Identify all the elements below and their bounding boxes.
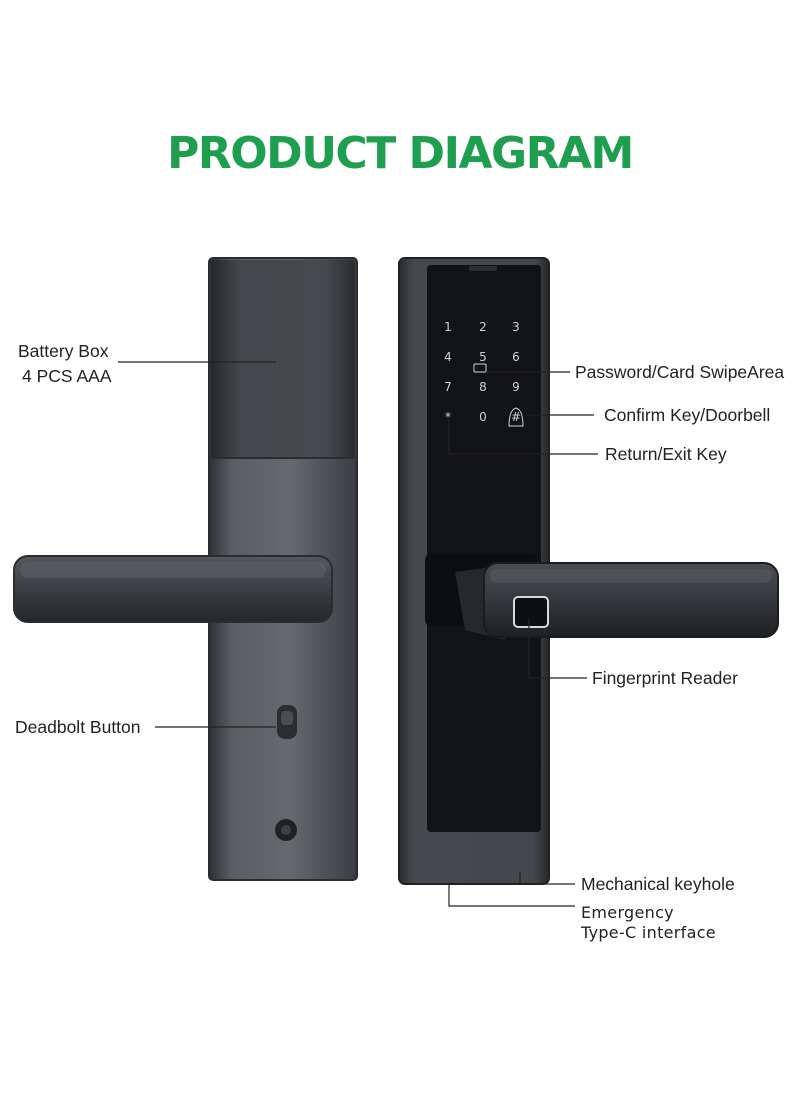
back-handle xyxy=(13,555,333,623)
glass-panel xyxy=(427,265,541,832)
keyhole-label: Mechanical keyhole xyxy=(581,874,735,894)
keypad-key-4: 4 xyxy=(444,350,452,364)
deadbolt-label: Deadbolt Button xyxy=(15,717,141,737)
keypad-key-5: 5 xyxy=(479,350,487,364)
fingerprint-label: Fingerprint Reader xyxy=(592,668,738,688)
page-title: PRODUCT DIAGRAM xyxy=(167,128,634,179)
battery-box-cover xyxy=(211,260,355,458)
card-swipe-icon xyxy=(473,363,487,373)
keypad-key-star: * xyxy=(445,410,451,424)
keypad: 1 2 3 4 5 6 7 8 9 * 0 # xyxy=(444,320,524,427)
return-key-label: Return/Exit Key xyxy=(605,444,727,464)
emergency-label: Emergency xyxy=(581,903,674,922)
keypad-key-2: 2 xyxy=(479,320,487,334)
keypad-key-9: 9 xyxy=(512,380,520,394)
fingerprint-sensor xyxy=(513,596,549,628)
typec-label: Type-C interface xyxy=(581,923,716,942)
keypad-key-6: 6 xyxy=(512,350,520,364)
deadbolt-button xyxy=(277,705,297,739)
password-area-label: Password/Card SwipeArea xyxy=(575,362,785,382)
back-screw xyxy=(275,819,297,841)
front-handle xyxy=(425,554,779,640)
battery-spec-label: 4 PCS AAA xyxy=(22,366,112,386)
confirm-key-label: Confirm Key/Doorbell xyxy=(604,405,771,425)
leader-lines xyxy=(118,361,598,907)
keypad-key-8: 8 xyxy=(479,380,487,394)
keypad-key-7: 7 xyxy=(444,380,452,394)
battery-box-label: Battery Box xyxy=(18,341,109,361)
doorbell-icon xyxy=(508,407,524,427)
keypad-key-3: 3 xyxy=(512,320,520,334)
keypad-key-0: 0 xyxy=(479,410,487,424)
keypad-key-hash: # xyxy=(511,410,521,424)
keypad-key-1: 1 xyxy=(444,320,452,334)
